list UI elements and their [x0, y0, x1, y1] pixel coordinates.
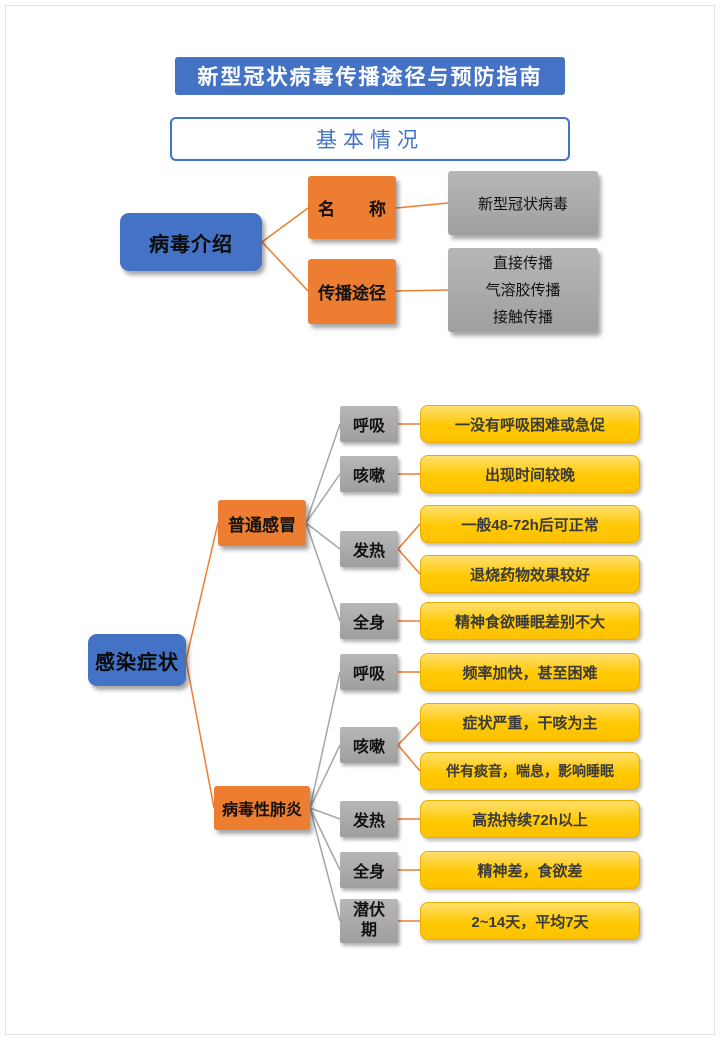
symptom-detail: 高热持续72h以上	[420, 800, 640, 838]
transmission-item: 气溶胶传播	[485, 281, 561, 299]
tag-breath-1: 呼吸	[340, 406, 398, 442]
virus-name-box: 新型冠状病毒	[448, 171, 598, 235]
symptom-detail: 一般48-72h后可正常	[420, 505, 640, 543]
symptom-detail: 一没有呼吸困难或急促	[420, 405, 640, 443]
tag-cough-2: 咳嗽	[340, 727, 398, 763]
transmission-item: 接触传播	[492, 308, 553, 326]
symptom-detail: 伴有痰音，喘息，影响睡眠	[420, 752, 640, 790]
symptom-detail: 症状严重，干咳为主	[420, 703, 640, 741]
page-border	[5, 5, 715, 1035]
symptom-detail: 退烧药物效果较好	[420, 555, 640, 593]
tag-body-1: 全身	[340, 603, 398, 639]
tag-body-2: 全身	[340, 852, 398, 888]
tag-fever-1: 发热	[340, 531, 398, 567]
section-header-basic-info: 基本情况	[170, 117, 570, 161]
tag-incubation: 潜伏期	[340, 899, 398, 943]
tag-incubation-label: 潜伏期	[352, 902, 385, 939]
symptom-detail: 出现时间较晚	[420, 455, 640, 493]
transmission-item: 直接传播	[492, 254, 553, 272]
transmission-branch-node: 传播途径	[308, 259, 396, 324]
symptom-detail: 精神食欲睡眠差别不大	[420, 602, 640, 640]
symptom-detail: 频率加快，甚至困难	[420, 653, 640, 691]
tag-breath-2: 呼吸	[340, 654, 398, 690]
tag-cough-1: 咳嗽	[340, 456, 398, 492]
virus-intro-node: 病毒介绍	[120, 213, 262, 271]
tag-fever-2: 发热	[340, 801, 398, 837]
transmission-list-box: 直接传播 气溶胶传播 接触传播	[448, 248, 598, 332]
page-title: 新型冠状病毒传播途径与预防指南	[175, 57, 565, 95]
symptoms-root-node: 感染症状	[88, 634, 186, 686]
name-branch-node: 名 称	[308, 176, 396, 239]
symptom-detail: 精神差，食欲差	[420, 851, 640, 889]
common-cold-node: 普通感冒	[218, 500, 306, 546]
pneumonia-node: 病毒性肺炎	[214, 786, 310, 830]
symptom-detail: 2~14天，平均7天	[420, 902, 640, 940]
